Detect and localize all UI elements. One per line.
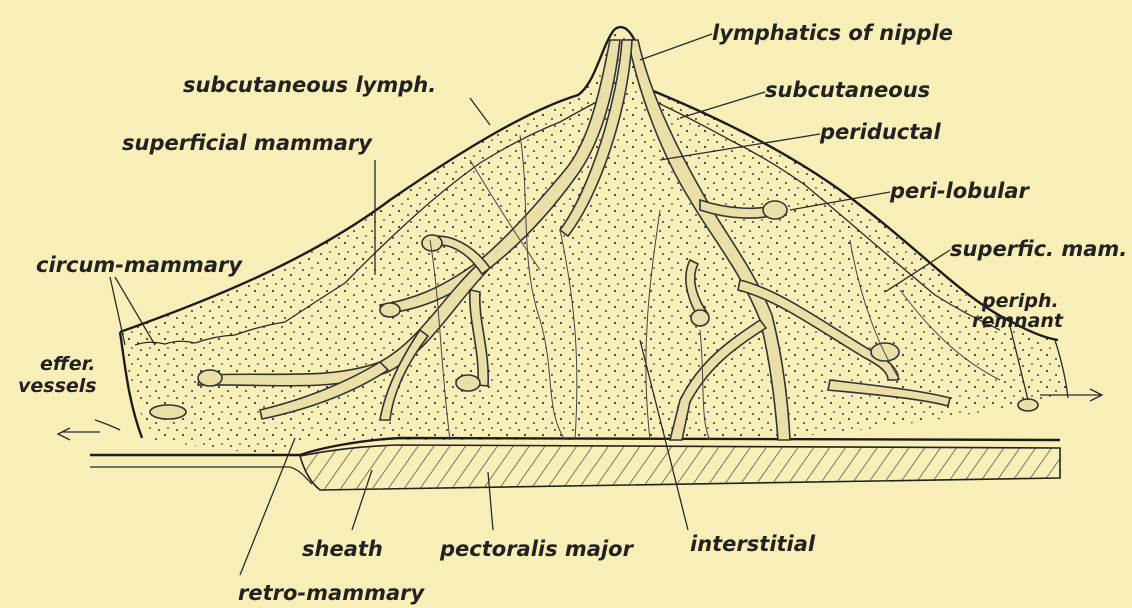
- label-interstitial: interstitial: [690, 532, 816, 556]
- label-superfic-mam: superfic. mam.: [950, 237, 1127, 261]
- label-remnant: remnant: [972, 310, 1064, 332]
- label-lymphatics-of-nipple: lymphatics of nipple: [712, 21, 953, 45]
- label-retro-mammary: retro-mammary: [238, 581, 425, 605]
- label-circum-mammary: circum-mammary: [36, 253, 243, 277]
- label-peri-lobular: peri-lobular: [889, 179, 1031, 203]
- label-subcutaneous-lymph: subcutaneous lymph.: [183, 73, 436, 97]
- label-effer: effer.: [40, 353, 95, 375]
- label-sheath: sheath: [302, 537, 383, 561]
- pectoralis-major-muscle: [300, 445, 1060, 490]
- label-pectoralis-major: pectoralis major: [439, 537, 635, 561]
- label-subcutaneous: subcutaneous: [765, 78, 930, 102]
- label-vessels: vessels: [18, 375, 97, 397]
- label-periph: periph.: [981, 290, 1059, 312]
- label-superficial-mammary: superficial mammary: [122, 131, 373, 155]
- label-periductal: periductal: [819, 120, 941, 144]
